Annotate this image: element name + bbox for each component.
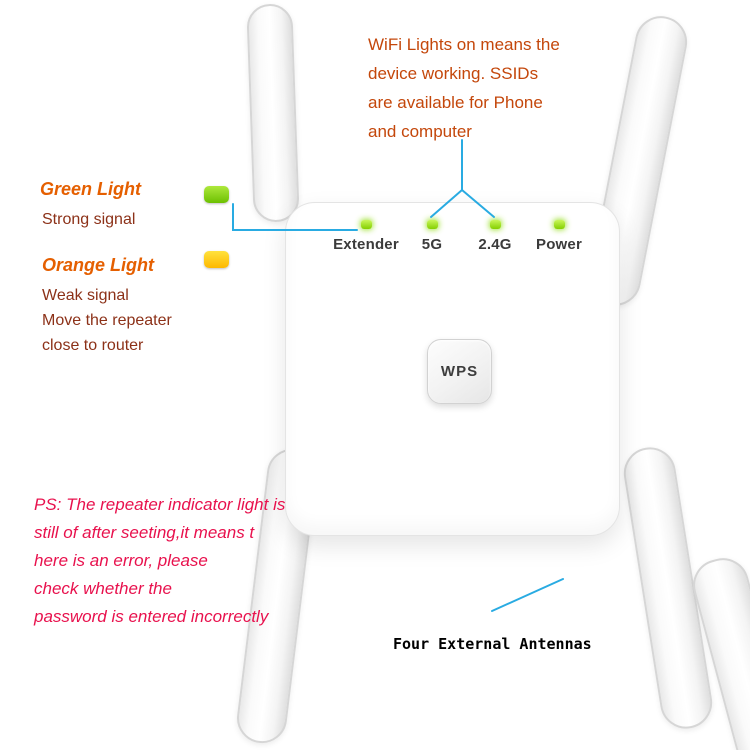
orange-light-heading: Orange Light <box>42 255 154 275</box>
ps-warning-line: here is an error, please <box>34 551 208 570</box>
wifi-lights-note-line: are available for Phone <box>368 93 543 112</box>
ps-warning-note: PS: The repeater indicator light is stil… <box>34 491 285 631</box>
led-label-2-4g: 2.4G <box>478 236 512 253</box>
orange-light-description-line: Weak signal <box>42 287 129 304</box>
ps-warning-line: password is entered incorrectly <box>34 607 269 626</box>
wifi-lights-note: WiFi Lights on means the device working.… <box>368 30 560 146</box>
led-group-power: Power <box>517 220 601 253</box>
orange-light-description: Weak signal Move the repeater close to r… <box>42 283 172 358</box>
green-light-heading: Green Light <box>40 179 142 199</box>
led-group-5g: 5G <box>390 220 474 253</box>
wifi-lights-note-line: device working. SSIDs <box>368 64 539 83</box>
orange-light-description-line: close to router <box>42 337 144 354</box>
wifi-lights-note-line: and computer <box>368 122 472 141</box>
led-label-extender: Extender <box>333 236 399 253</box>
repeater-body: Extender 5G 2.4G Power WPS <box>285 202 620 536</box>
antenna-top-left <box>246 3 300 223</box>
led-extender-icon <box>360 220 372 229</box>
ps-warning-line: check whether the <box>34 579 172 598</box>
led-power-icon <box>553 220 565 229</box>
ps-warning-line: still of after seeting,it means t <box>34 523 255 542</box>
led-2-4g-icon <box>489 220 501 229</box>
orange-light-swatch-icon <box>204 251 229 268</box>
wifi-lights-note-line: WiFi Lights on means the <box>368 35 560 54</box>
led-group-2-4g: 2.4G <box>453 220 537 253</box>
led-label-power: Power <box>535 236 582 253</box>
led-5g-icon <box>426 220 438 229</box>
orange-light-description-line: Move the repeater <box>42 312 172 329</box>
led-label-5g: 5G <box>421 236 443 253</box>
ps-warning-line: PS: The repeater indicator light is <box>34 495 286 514</box>
four-external-antennas-label: Four External Antennas <box>393 635 592 653</box>
green-light-swatch-icon <box>204 186 229 203</box>
connector-antenna-label <box>491 578 564 612</box>
led-group-extender: Extender <box>324 220 408 253</box>
wps-button: WPS <box>427 339 492 404</box>
green-light-description: Strong signal <box>42 207 135 233</box>
green-light-description-line: Strong signal <box>42 211 136 228</box>
